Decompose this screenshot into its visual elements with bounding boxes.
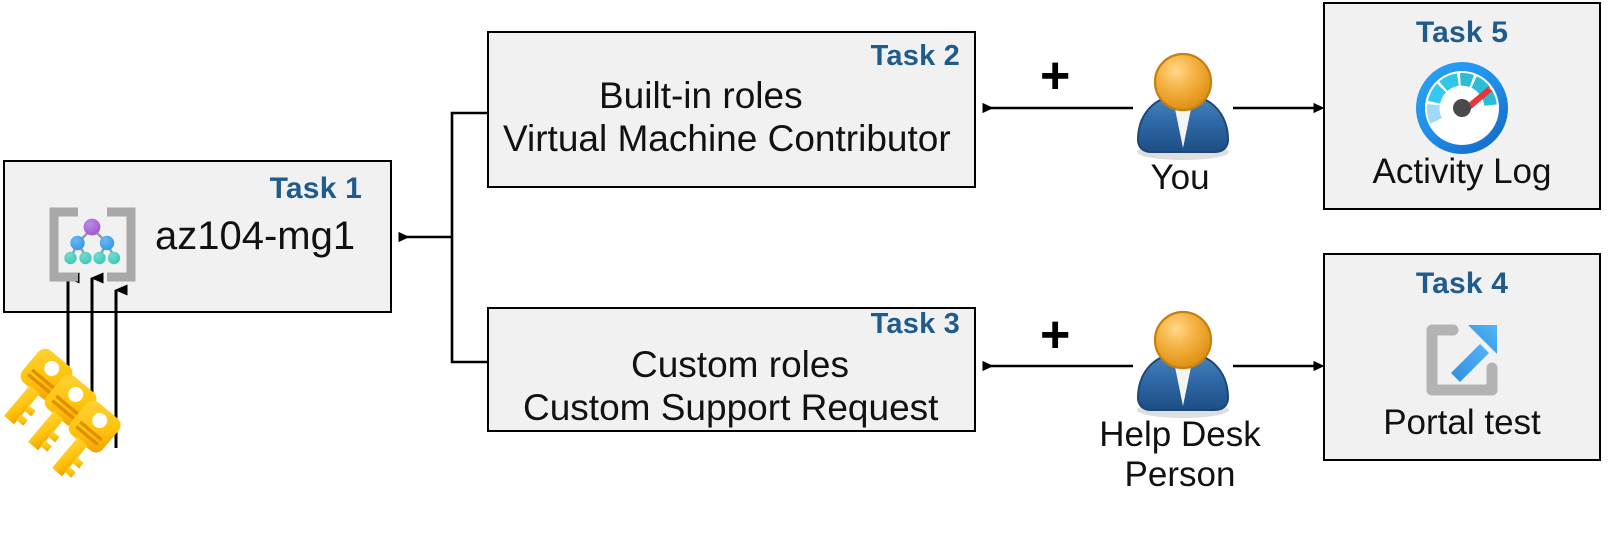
actor-help-desk-label-line2: Person (1124, 455, 1236, 494)
task-5-box[interactable]: Task 5 Activity Log (1323, 2, 1601, 210)
task-4-box[interactable]: Task 4 Portal test (1323, 253, 1601, 461)
task-2-box[interactable]: Task 2 Built-in roles Virtual Machine Co… (487, 31, 976, 188)
task-5-label: Activity Log (1372, 152, 1552, 191)
task-3-line1: Custom roles (631, 344, 849, 385)
plus-operator-help-desk: + (1040, 306, 1071, 364)
task-3-tag: Task 3 (870, 308, 960, 340)
actor-help-desk-icon (1136, 310, 1230, 418)
actor-you-icon (1136, 52, 1230, 160)
actor-you-label: You (1150, 158, 1210, 197)
task-3-line2: Custom Support Request (523, 387, 939, 428)
task-1-label: az104-mg1 (155, 214, 356, 258)
plus-operator-you: + (1040, 47, 1071, 105)
connector-bracket (450, 111, 487, 364)
task-1-box[interactable]: Task 1 az104-mg1 (3, 160, 392, 313)
task-2-line2: Virtual Machine Contributor (503, 118, 951, 159)
connector-tasks-to-task1 (398, 111, 487, 364)
task-1-tag: Task 1 (269, 172, 362, 205)
task-2-line1: Built-in roles (599, 75, 803, 116)
task-2-tag: Task 2 (870, 40, 960, 72)
task-4-tag: Task 4 (1415, 267, 1509, 300)
actor-help-desk-label-line1: Help Desk (1099, 415, 1261, 454)
keys-icon (4, 348, 121, 478)
actor-help-desk-label: Help Desk Person (1070, 415, 1290, 495)
task-4-label: Portal test (1383, 403, 1541, 442)
task-3-box[interactable]: Task 3 Custom roles Custom Support Reque… (487, 307, 976, 432)
task-5-tag: Task 5 (1415, 16, 1509, 49)
